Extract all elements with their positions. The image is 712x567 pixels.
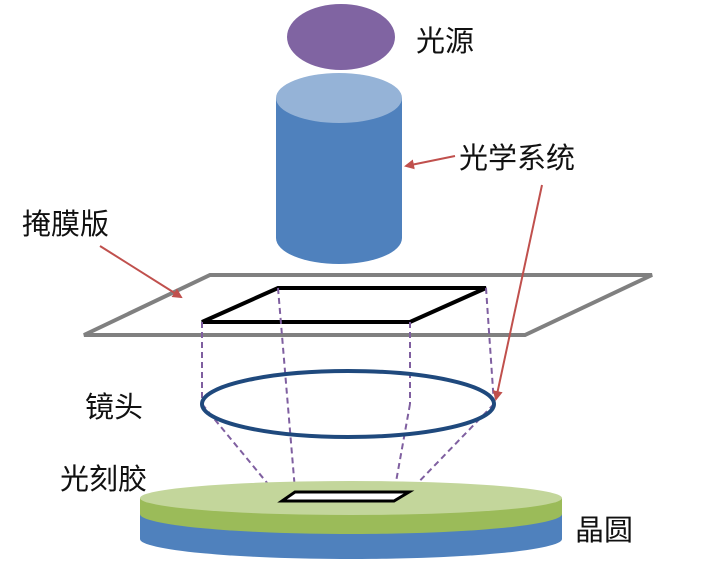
projection-lines (201, 287, 495, 502)
label-wafer: 晶圆 (575, 513, 633, 547)
label-photoresist: 光刻胶 (60, 462, 147, 496)
exposed-pattern (277, 490, 415, 503)
wafer-stack (140, 481, 562, 559)
optical-system-arrow (404, 155, 456, 170)
cylinder-top (276, 73, 402, 123)
label-lens: 镜头 (85, 390, 143, 424)
mask-arrow (99, 245, 183, 299)
callout-arrows (99, 155, 543, 401)
label-mask: 掩膜版 (22, 207, 109, 241)
optical-system-cylinder (276, 73, 402, 264)
mask-plate (83, 273, 653, 337)
label-light-source: 光源 (416, 24, 474, 58)
light-source-ellipse (287, 4, 395, 70)
cylinder-body (276, 98, 402, 264)
label-optical-system: 光学系统 (459, 141, 575, 175)
mask-pattern (201, 286, 487, 324)
lens-arrow (492, 184, 543, 401)
lens-ellipse (200, 369, 496, 439)
